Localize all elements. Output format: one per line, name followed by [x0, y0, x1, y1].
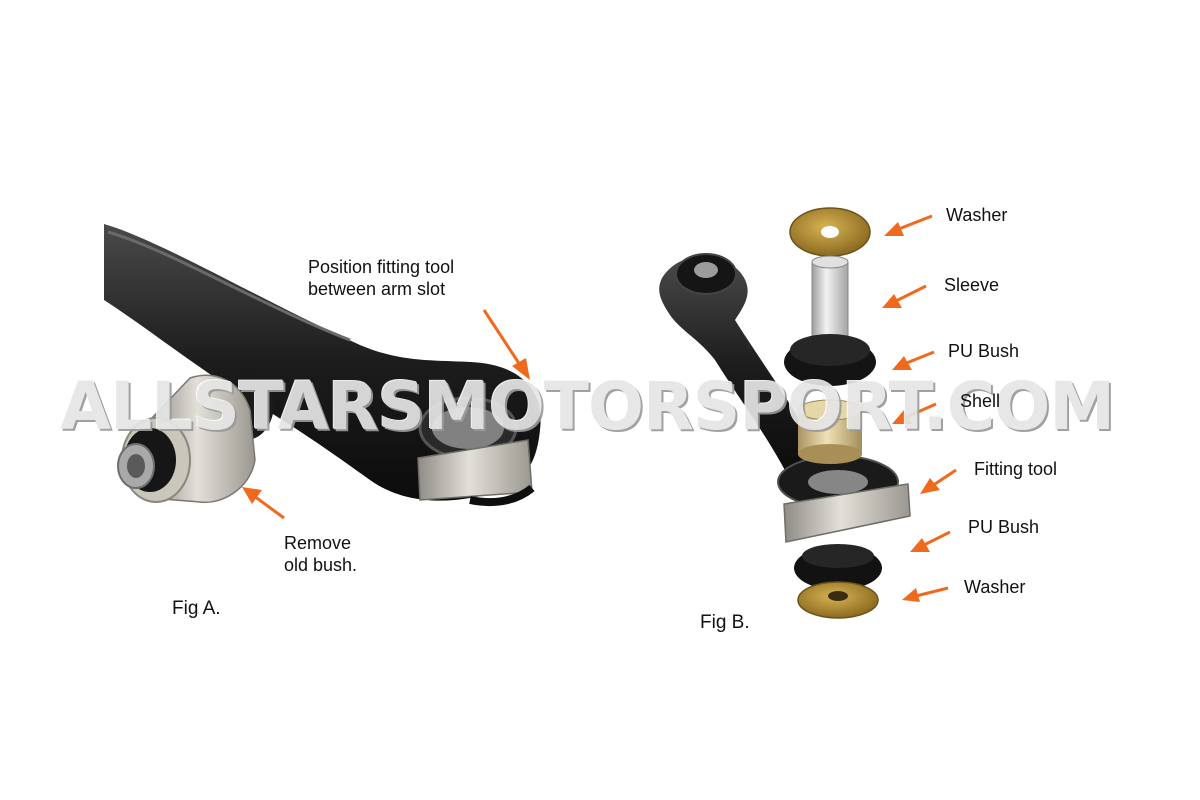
- bush-bore: [127, 454, 145, 478]
- arrow-remove-bush: [242, 487, 285, 520]
- arrow-head: [512, 358, 530, 380]
- arrow-head: [882, 294, 902, 308]
- arrow-head: [892, 356, 912, 370]
- arm-highlight: [107, 230, 351, 342]
- washer-bottom-hole: [828, 591, 848, 601]
- arrow-washer-top: [884, 214, 933, 236]
- arm-lower-lip: [469, 484, 535, 507]
- arrow-line: [895, 214, 933, 232]
- arrow-line: [893, 284, 927, 304]
- watermark: ALLSTARSMOTORSPORT.COM: [60, 368, 1115, 445]
- fig-a-control-arm: [104, 224, 541, 507]
- part-label-pu-bush-lower: PU Bush: [968, 517, 1040, 537]
- arrow-head: [242, 487, 262, 504]
- arrow-line: [903, 350, 935, 366]
- part-label-washer-bottom: Washer: [964, 577, 1026, 597]
- pu-bush-upper-top: [790, 334, 870, 366]
- part-label-washer-top: Washer: [946, 205, 1008, 225]
- exploded-stack-b: [783, 207, 911, 619]
- arrow-line: [253, 494, 285, 520]
- arrow-line: [915, 586, 949, 598]
- sleeve-top: [811, 255, 849, 269]
- arrow-position-tool: [482, 309, 530, 380]
- fitting-tool-b: [783, 483, 911, 543]
- part-label-fitting-tool: Fitting tool: [974, 459, 1058, 479]
- arrow-head: [910, 538, 930, 552]
- part-label-sleeve: Sleeve: [944, 275, 1000, 295]
- arm-body-b: [659, 256, 830, 480]
- fig-a-caption: Fig A.: [172, 598, 221, 619]
- washer-top-hole: [821, 226, 839, 238]
- arrow-head: [884, 222, 904, 236]
- shell-top: [797, 399, 863, 421]
- shell-bottom: [798, 444, 862, 464]
- arm-eye-bore-b: [808, 470, 868, 494]
- arrow-sleeve: [882, 284, 927, 308]
- arrow-pu-bush-lower: [910, 530, 951, 552]
- arrow-line: [903, 402, 937, 420]
- callout-line-1: Remove: [284, 533, 352, 553]
- callout-remove-bush: Remove old bush.: [284, 532, 357, 576]
- arrow-shell: [892, 402, 937, 424]
- old-bush-a: [117, 368, 274, 504]
- arrow-head: [920, 478, 940, 494]
- fig-b-caption: Fig B.: [700, 612, 750, 633]
- part-label-shell: Shell: [960, 391, 1001, 411]
- arrow-head: [902, 588, 920, 602]
- callout-position-tool: Position fitting tool between arm slot: [308, 256, 454, 300]
- arrow-fitting-tool: [920, 468, 957, 494]
- arrow-washer-bottom: [902, 586, 949, 602]
- arm-end-sleeve: [694, 262, 718, 278]
- fig-b-control-arm: [659, 253, 899, 509]
- arrow-head: [892, 410, 912, 424]
- callout-line-1: Position fitting tool: [308, 257, 455, 277]
- part-label-pu-bush-upper: PU Bush: [948, 341, 1020, 361]
- callout-line-2: old bush.: [284, 555, 358, 575]
- arrow-line: [921, 530, 951, 548]
- arrow-line: [931, 468, 957, 488]
- arrow-line: [482, 309, 524, 369]
- arm-eye-inner: [432, 407, 504, 449]
- pu-bush-lower-top: [802, 544, 874, 568]
- callout-line-2: between arm slot: [308, 279, 446, 299]
- arrow-pu-bush-upper: [892, 350, 935, 370]
